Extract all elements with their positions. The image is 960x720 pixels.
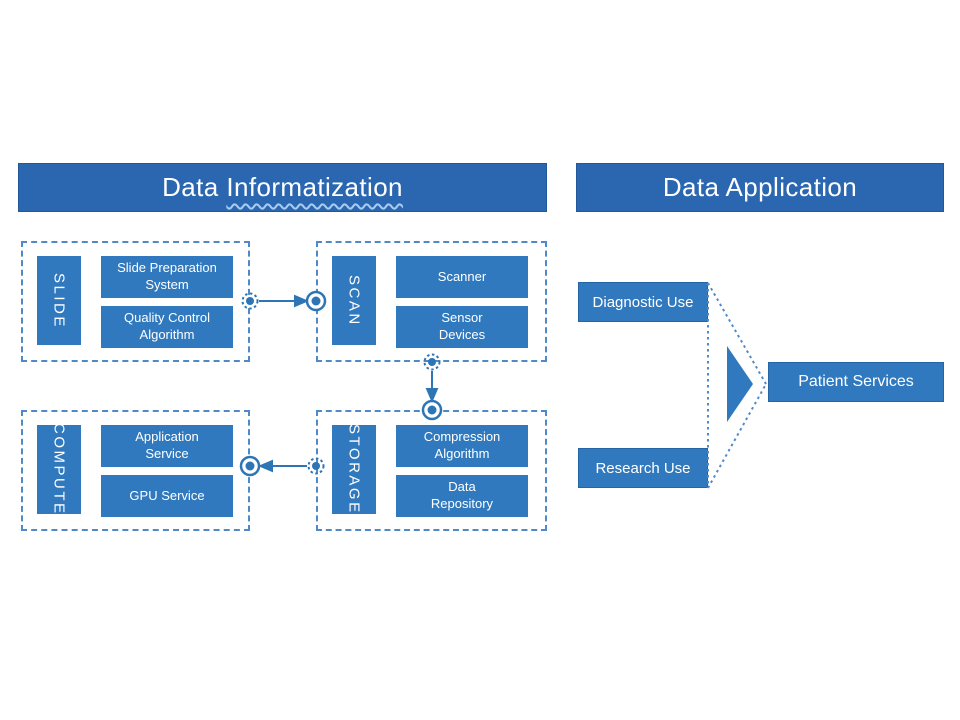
- item-compression-algorithm: Compression Algorithm: [396, 425, 528, 467]
- box-research-use-label: Research Use: [595, 459, 691, 477]
- header-title-word-data: Data: [162, 172, 219, 202]
- header-title-data-application: Data Application: [662, 172, 858, 202]
- arrow-down-icon: [425, 388, 439, 403]
- group-slide: SLIDE Slide Preparation System Quality C…: [21, 241, 250, 362]
- group-compute: COMPUTE Application Service GPU Service: [21, 410, 250, 531]
- group-scan: SCAN Scanner Sensor Devices: [316, 241, 547, 362]
- group-label-slide: SLIDE: [37, 256, 81, 345]
- item-application-service: Application Service: [101, 425, 233, 467]
- item-sensor-devices: Sensor Devices: [396, 306, 528, 348]
- item-gpu-service: GPU Service: [101, 475, 233, 517]
- funnel-dashed-lines-icon: [707, 282, 767, 489]
- group-label-scan: SCAN: [332, 256, 376, 345]
- item-slide-preparation-system: Slide Preparation System: [101, 256, 233, 298]
- connector-slide-to-scan: [241, 290, 327, 312]
- box-patient-services: Patient Services: [768, 362, 944, 402]
- item-data-repository: Data Repository: [396, 475, 528, 517]
- arrow-right-icon: [294, 294, 309, 308]
- group-label-storage: STORAGE: [332, 424, 376, 515]
- group-label-compute: COMPUTE: [37, 423, 81, 516]
- box-diagnostic-use-label: Diagnostic Use: [592, 293, 694, 311]
- box-research-use: Research Use: [578, 448, 708, 488]
- group-storage: STORAGE Compression Algorithm Data Repos…: [316, 410, 547, 531]
- box-patient-services-label: Patient Services: [798, 373, 914, 390]
- box-diagnostic-use: Diagnostic Use: [578, 282, 708, 322]
- header-banner-data-informatization: Data Informatization: [18, 163, 547, 212]
- header-banner-data-application: Data Application: [576, 163, 944, 212]
- connector-storage-to-compute: [239, 455, 325, 477]
- funnel-triangle-icon: [727, 346, 753, 422]
- item-quality-control-algorithm: Quality Control Algorithm: [101, 306, 233, 348]
- arrow-left-icon: [258, 459, 273, 473]
- header-title-word-informatization: Informatization: [226, 172, 403, 202]
- item-scanner: Scanner: [396, 256, 528, 298]
